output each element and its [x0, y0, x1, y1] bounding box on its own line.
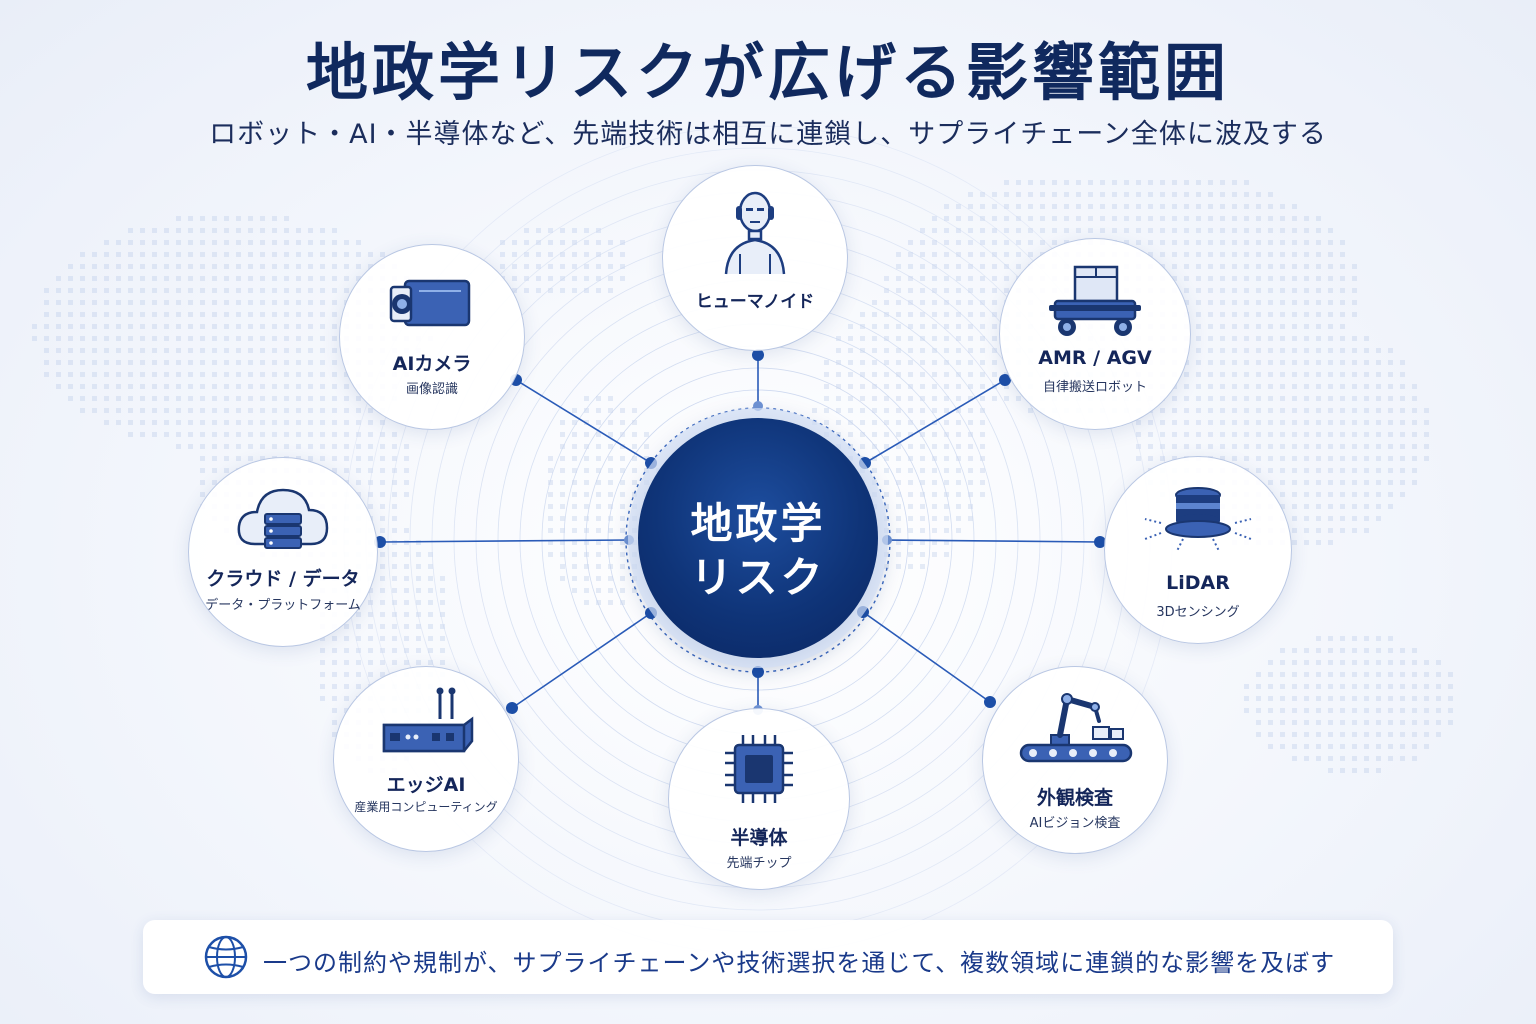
chip-icon	[725, 735, 793, 803]
lidar-sensor-icon	[1144, 487, 1252, 552]
node-edge-ai: エッジAI 産業用コンピューティング	[333, 666, 519, 852]
node-sublabel: AIビジョン検査	[1029, 816, 1121, 831]
node-sublabel: 自律搬送ロボット	[1042, 380, 1147, 395]
node-label: クラウド / データ	[206, 568, 360, 590]
amr-robot-icon	[1049, 265, 1141, 336]
node-sublabel: 3Dセンシング	[1156, 605, 1240, 620]
center-line-1: 地政学	[690, 499, 826, 548]
connector-lines	[379, 355, 1101, 710]
node-amr-agv: AMR / AGV 自律搬送ロボット	[999, 238, 1191, 430]
humanoid-robot-icon	[724, 191, 786, 275]
node-label: AMR / AGV	[1038, 347, 1152, 369]
node-label: 外観検査	[1036, 787, 1113, 809]
node-label: ヒューマノイド	[695, 292, 815, 312]
node-sublabel: 先端チップ	[726, 856, 792, 871]
node-sublabel: データ・プラットフォーム	[205, 598, 361, 613]
connector-lidar	[886, 539, 1101, 543]
connector-ai-camera	[515, 379, 652, 464]
globe-icon	[204, 935, 248, 979]
connector-cloud	[379, 539, 630, 543]
connector-inspection	[862, 611, 991, 703]
center-hub: 地政学 リスク	[638, 418, 878, 658]
footer-text: 一つの制約や規制が、サプライチェーンや技術選択を通じて、複数領域に連鎖的な影響を…	[263, 949, 1336, 977]
node-semiconductor: 半導体 先端チップ	[668, 708, 850, 890]
node-sublabel: 画像認識	[405, 382, 458, 397]
node-label: 半導体	[730, 827, 788, 849]
node-humanoid: ヒューマノイド	[662, 165, 848, 351]
edge-device-icon	[382, 687, 474, 753]
robot-arm-conveyor-icon	[1019, 693, 1133, 763]
node-ai-camera: AIカメラ 画像認識	[339, 244, 525, 430]
connector-amr	[864, 379, 1006, 464]
node-label: AIカメラ	[392, 353, 472, 375]
node-sublabel: 産業用コンピューティング	[354, 800, 498, 814]
center-line-2: リスク	[690, 553, 826, 602]
cloud-server-icon	[237, 488, 329, 549]
camera-icon	[389, 279, 471, 327]
page-title: 地政学リスクが広げる影響範囲	[305, 36, 1230, 109]
node-visual-inspection: 外観検査 AIビジョン検査	[982, 666, 1168, 854]
node-label: エッジAI	[386, 774, 466, 796]
node-lidar: LiDAR 3Dセンシング	[1104, 456, 1292, 644]
page-subtitle: ロボット・AI・半導体など、先端技術は相互に連鎖し、サプライチェーン全体に波及す…	[209, 119, 1327, 150]
node-cloud-data: クラウド / データ データ・プラットフォーム	[188, 457, 378, 647]
connector-edge	[511, 612, 652, 709]
node-label: LiDAR	[1166, 572, 1230, 594]
footer-banner: 一つの制約や規制が、サプライチェーンや技術選択を通じて、複数領域に連鎖的な影響を…	[143, 920, 1393, 994]
